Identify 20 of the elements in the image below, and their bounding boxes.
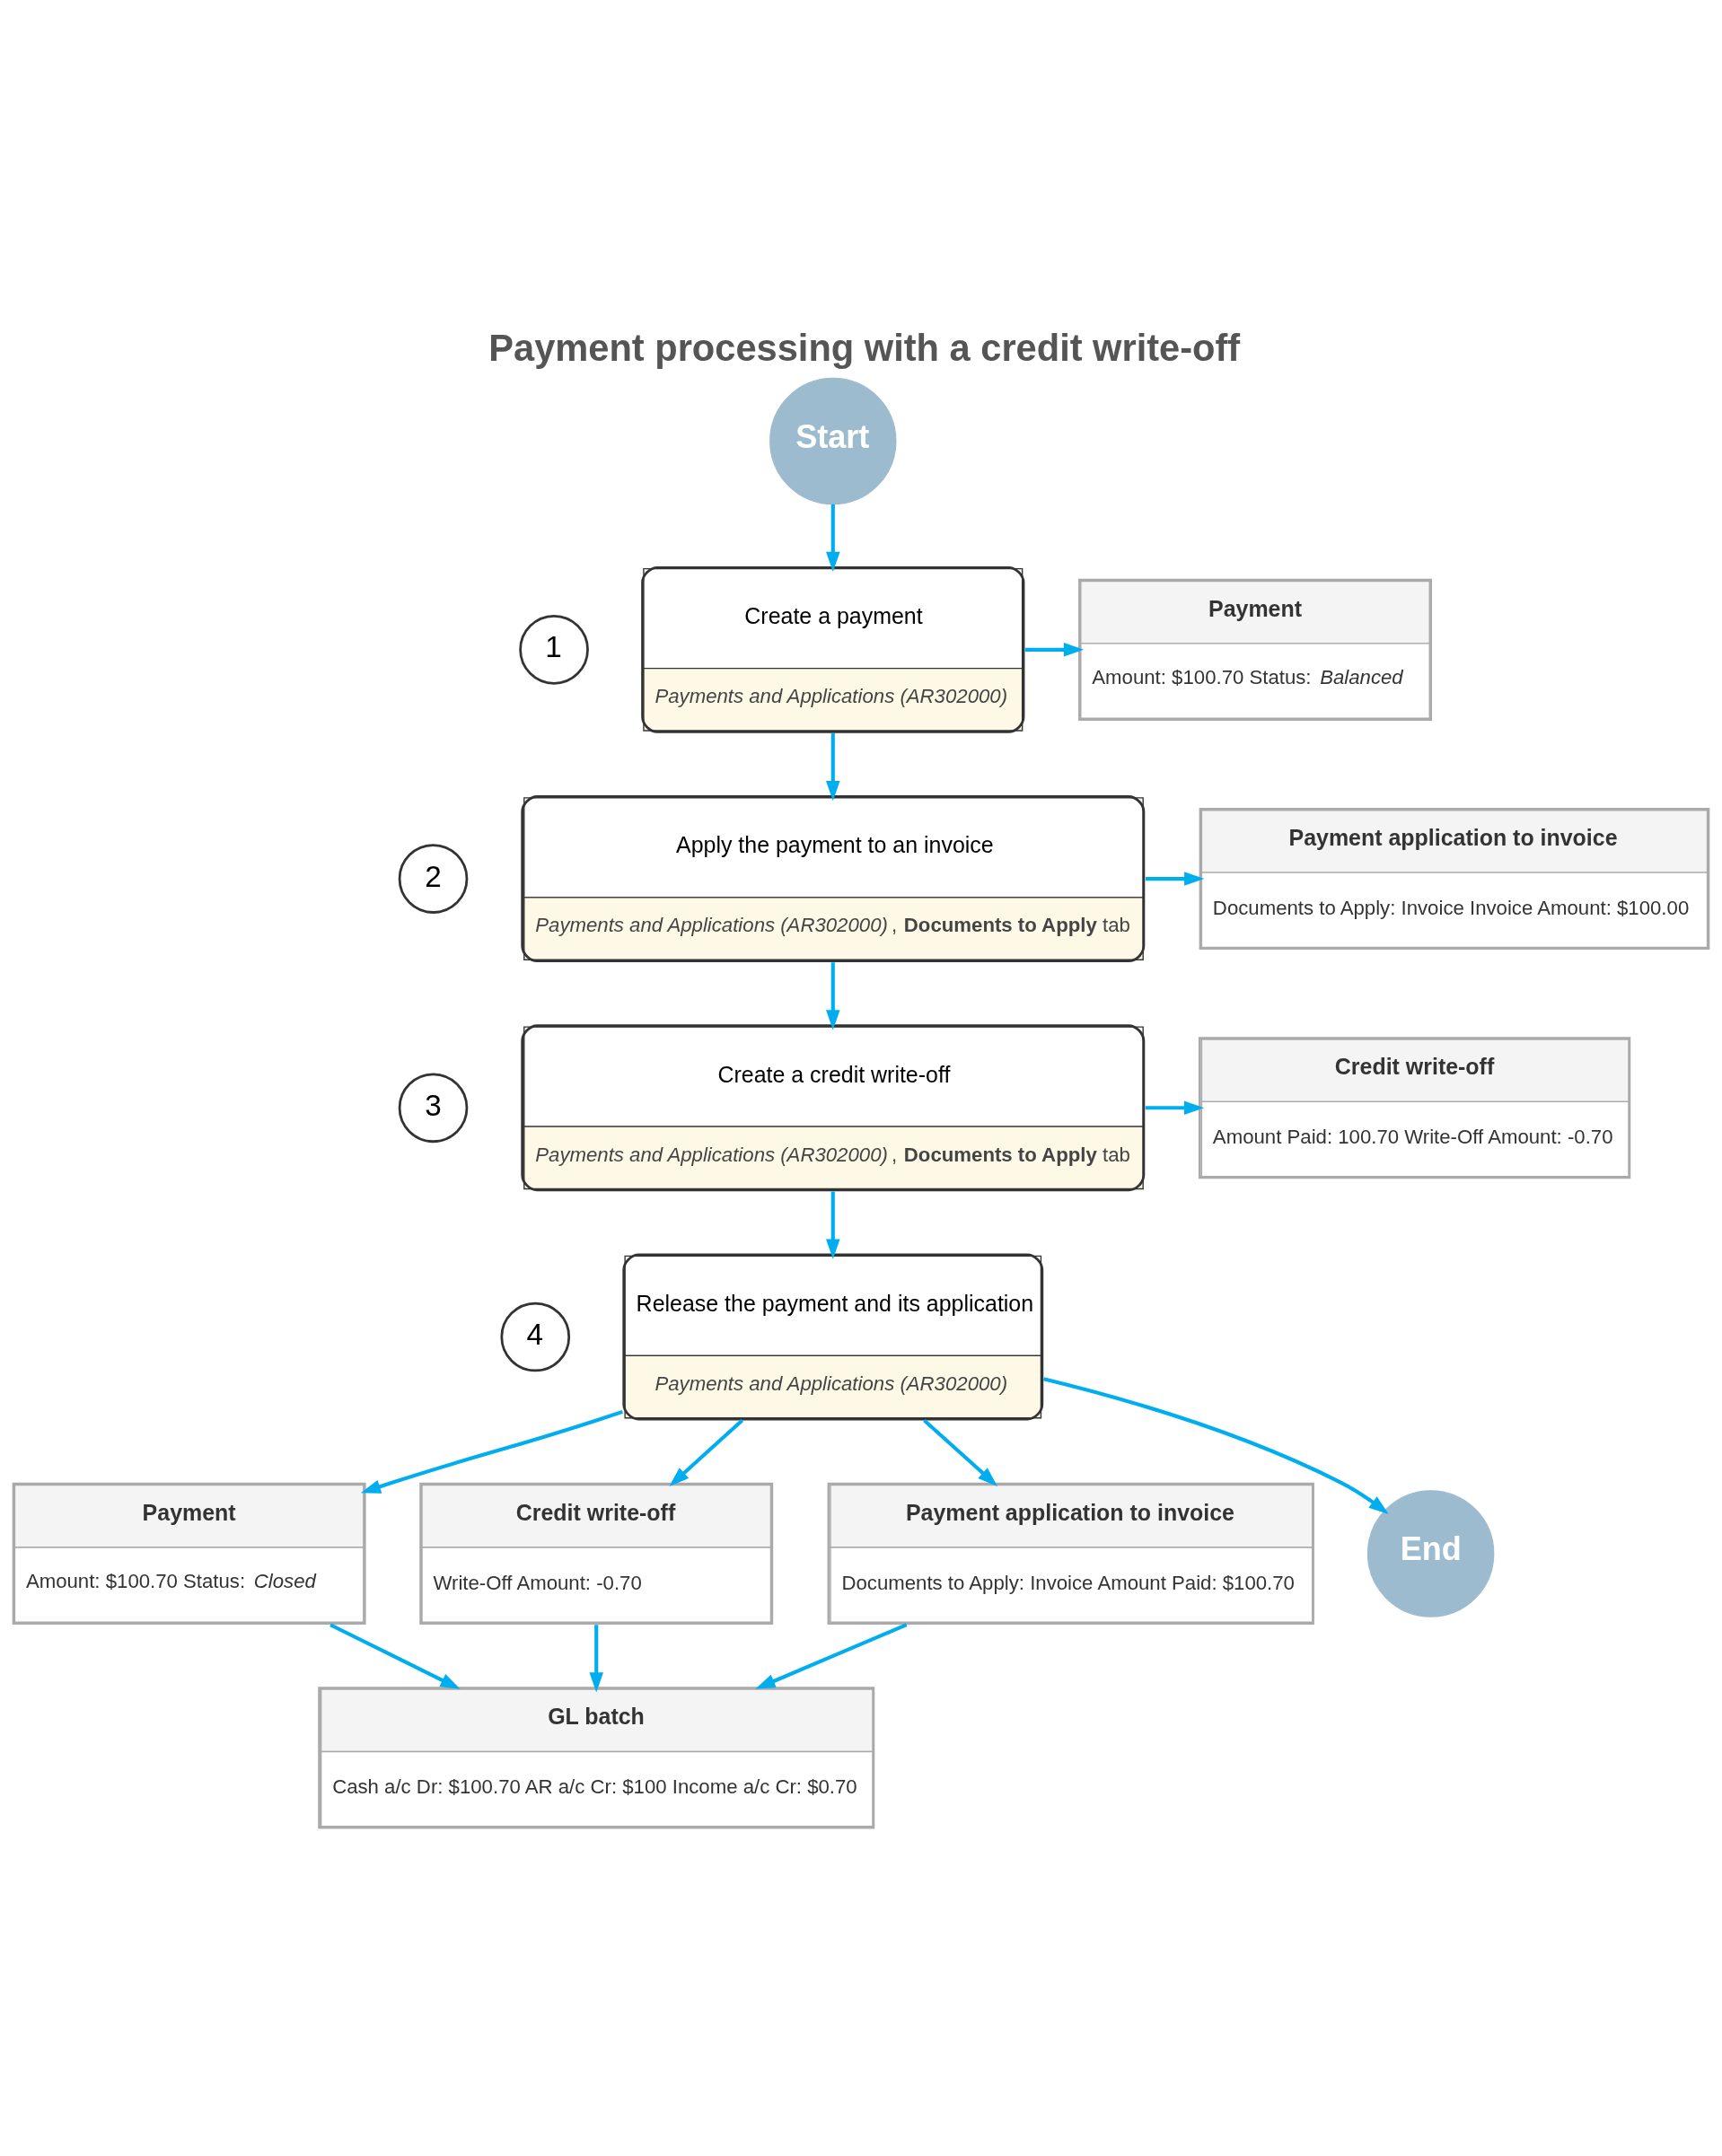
node-circle: 3 — [398, 1073, 469, 1144]
arrow — [1043, 1377, 1389, 1514]
arrow — [826, 962, 840, 1030]
arrow — [826, 733, 840, 802]
arrow — [329, 1623, 461, 1689]
node-circle: 2 — [398, 844, 469, 914]
arrow — [1024, 643, 1085, 657]
node-circle: Start — [769, 377, 897, 505]
arrow — [669, 1418, 744, 1486]
node-circle: 1 — [519, 615, 589, 685]
node-circle: 4 — [500, 1301, 571, 1372]
arrow — [1145, 872, 1205, 886]
arrow — [360, 1409, 623, 1494]
arrow — [923, 1418, 998, 1486]
arrow — [755, 1623, 908, 1689]
arrow — [826, 1191, 840, 1259]
arrow — [826, 504, 840, 572]
arrow — [589, 1625, 604, 1693]
arrow — [1145, 1100, 1205, 1116]
diagram-title: Payment processing with a credit write-off — [488, 327, 1241, 369]
